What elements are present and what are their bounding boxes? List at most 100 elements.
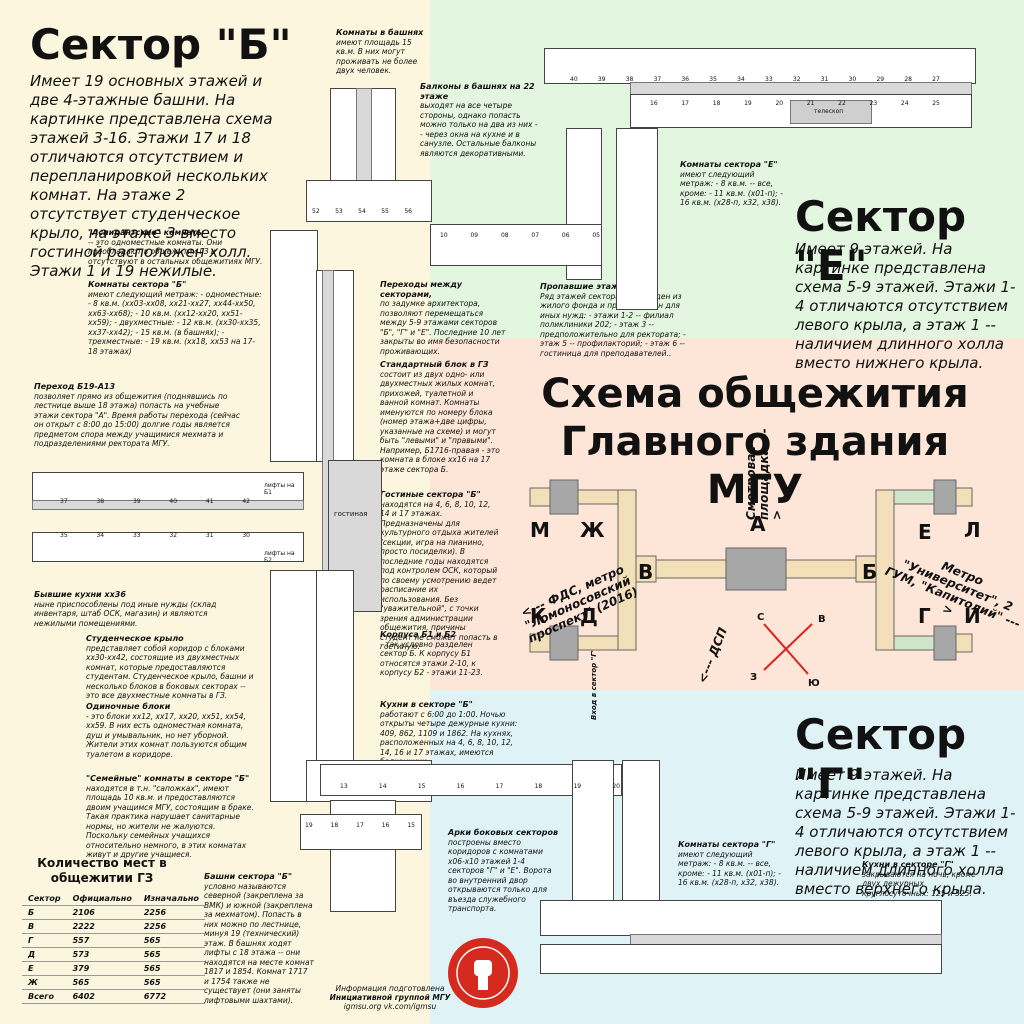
room-number: 22: [838, 100, 846, 107]
room-number: 17: [356, 822, 364, 829]
b-top-wing: [306, 180, 432, 222]
note-aspirant-rooms: "Аспирантские" комнаты-- это одноместные…: [88, 228, 263, 266]
letter-a: А: [750, 512, 766, 536]
capacity-sector: Г: [22, 933, 67, 948]
room-number: 18: [330, 822, 339, 829]
note-rooms-b: Комнаты сектора "Б"имеют следующий метра…: [88, 280, 262, 356]
capacity-sector: Б: [22, 905, 67, 920]
room-number: 55: [381, 208, 389, 215]
room-number: 18: [712, 100, 721, 107]
letter-k: К: [530, 604, 547, 628]
room-number: 16: [650, 100, 658, 107]
letter-zh: Ж: [580, 518, 605, 542]
capacity-header: Изначально: [137, 892, 205, 906]
room-number: 20: [612, 783, 620, 790]
room-number: 35: [709, 76, 717, 83]
compass-north: С: [757, 612, 765, 623]
sector-l-tower: [933, 479, 957, 515]
capacity-value: 2106: [66, 905, 138, 920]
letter-d: Д: [580, 604, 598, 628]
capacity-value: 565: [66, 975, 138, 990]
letter-i: И: [964, 604, 981, 628]
capacity-sector: Е: [22, 961, 67, 976]
sector-l-tip: [955, 487, 973, 507]
sector-e-title: Сектор "Е": [795, 192, 967, 290]
room-number: 24: [900, 100, 909, 107]
room-number: 36: [681, 76, 690, 83]
room-number: 32: [792, 76, 801, 83]
capacity-value: 565: [137, 961, 205, 976]
room-number: 39: [132, 498, 141, 505]
room-number: 29: [876, 76, 885, 83]
e-right-wing: [616, 128, 658, 310]
e-tv-room: [790, 100, 872, 124]
room-number: 30: [242, 532, 250, 539]
letter-l: Л: [964, 518, 981, 542]
room-number: 30: [848, 76, 857, 83]
main-building-schematic: [529, 479, 973, 675]
room-number: 56: [404, 208, 412, 215]
letter-v: В: [638, 560, 654, 584]
room-number: 31: [205, 532, 214, 539]
sector-e-arm: [893, 489, 935, 505]
e-tv-label: телескоп: [814, 108, 844, 115]
room-number: 07: [531, 232, 540, 239]
room-number: 40: [169, 498, 178, 505]
room-number: 17: [495, 783, 504, 790]
note-kitchens-g: Кухни в секторе "Г"закрываются на ночь, …: [862, 860, 976, 898]
room-number: 40: [570, 76, 578, 83]
room-number: 16: [381, 822, 390, 829]
letter-b: Б: [862, 560, 878, 584]
note-korpus: Корпуса Б1 и Б2- так условно разделен се…: [380, 630, 483, 677]
room-number: 14: [378, 783, 387, 790]
g-left-wing: [572, 760, 614, 912]
sector-b-description: Имеет 19 основных этажей и две 4-этажные…: [30, 72, 273, 280]
room-number: 33: [132, 532, 141, 539]
g-top-wing: [320, 764, 622, 796]
sector-g-description: Имеет 9 этажей. На картинке представлена…: [795, 766, 1016, 898]
sector-m-tower: [549, 479, 579, 515]
g-right-wing: [622, 760, 660, 902]
room-number: 09: [470, 232, 479, 239]
capacity-header-row: Сектор Официально Изначально: [22, 892, 205, 906]
note-living-rooms: Гостиные сектора "Б"находятся на 4, 6, 8…: [380, 490, 499, 651]
capacity-sector: Всего: [22, 989, 67, 1004]
floor-plan-sector-g: [300, 760, 1000, 974]
lifts-b1-label: лифты на Б1: [264, 482, 295, 496]
room-number: 54: [358, 208, 366, 215]
room-number: 33: [765, 76, 773, 83]
room-number: 41: [205, 498, 214, 505]
room-number: 39: [597, 76, 606, 83]
capacity-header: Сектор: [22, 892, 67, 906]
lifts-b2-label: лифты на Б2: [264, 550, 295, 564]
g-bottom-wing: [540, 900, 942, 936]
room-number: 20: [775, 100, 784, 107]
fist-icon: [456, 946, 510, 1000]
room-number: 35: [60, 532, 68, 539]
room-number: 17: [681, 100, 689, 107]
room-number: 38: [96, 498, 105, 505]
center-background: [430, 338, 1024, 690]
footer-links[interactable]: igmsu.org vk.com/igmsu: [343, 1002, 437, 1011]
capacity-value: 6772: [137, 989, 205, 1004]
b-student-corridor: [32, 500, 304, 510]
room-number: 25: [932, 100, 940, 107]
room-number: 34: [737, 76, 745, 83]
room-number: 32: [169, 532, 178, 539]
capacity-panel: Количество мест в общежитии ГЗ Сектор Оф…: [22, 856, 205, 1004]
capacity-value: 2222: [66, 919, 138, 934]
room-number: 06: [561, 232, 570, 239]
capacity-value: 573: [66, 947, 138, 962]
